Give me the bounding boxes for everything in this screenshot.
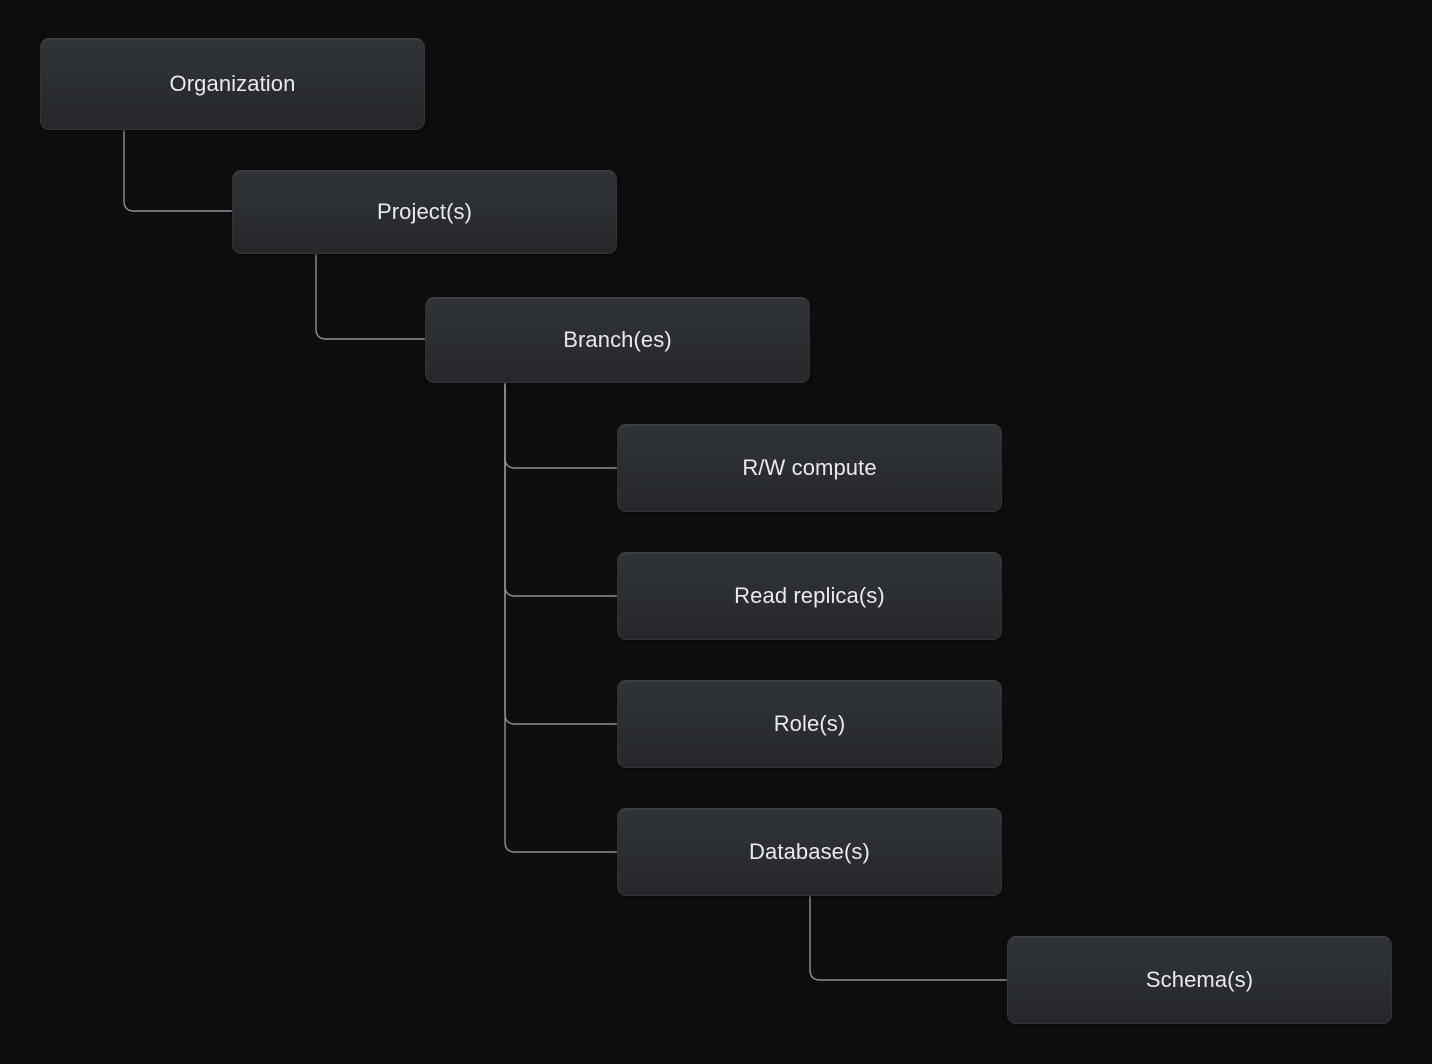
node-label-schema: Schema(s) [1145, 967, 1254, 992]
node-read-replica[interactable]: Read replica(s) [617, 552, 1002, 640]
node-branch[interactable]: Branch(es) [425, 297, 810, 383]
node-organization[interactable]: Organization [40, 38, 425, 130]
node-role[interactable]: Role(s) [617, 680, 1002, 768]
node-rw-compute[interactable]: R/W compute [617, 424, 1002, 512]
node-project[interactable]: Project(s) [232, 170, 617, 254]
node-label-database: Database(s) [749, 839, 870, 864]
edge-organization-to-project [123, 129, 233, 212]
node-schema[interactable]: Schema(s) [1007, 936, 1392, 1024]
node-label-role: Role(s) [773, 711, 846, 736]
node-label-branch: Branch(es) [563, 327, 672, 352]
node-label-rw-compute: R/W compute [742, 455, 877, 480]
edge-branch-to-rw-compute [504, 382, 618, 469]
node-label-organization: Organization [169, 71, 296, 96]
node-label-read-replica: Read replica(s) [734, 583, 885, 608]
node-database[interactable]: Database(s) [617, 808, 1002, 896]
edge-project-to-branch [315, 253, 426, 340]
node-label-project: Project(s) [376, 199, 473, 224]
edge-branch-to-role [504, 382, 618, 725]
edge-database-to-schema [809, 895, 1008, 981]
edge-branch-to-database [504, 382, 618, 853]
edge-branch-to-read-replica [504, 382, 618, 597]
